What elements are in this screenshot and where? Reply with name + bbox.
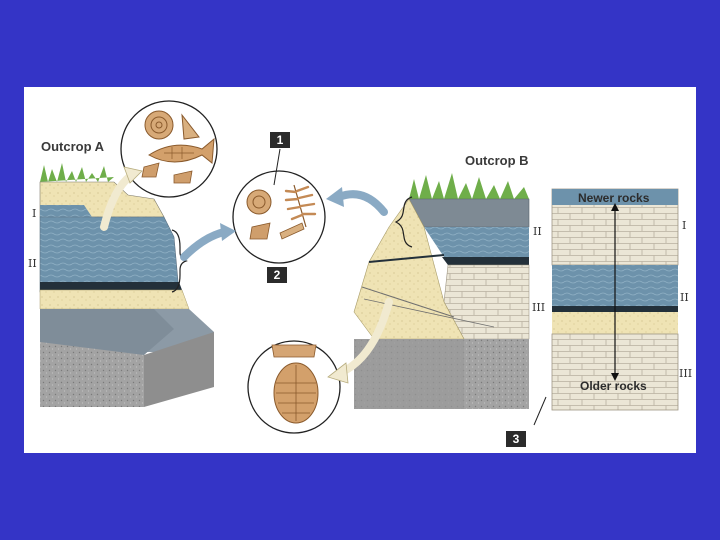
fossil-circle-a bbox=[120, 100, 218, 198]
layer-marker-col-1: I bbox=[682, 219, 687, 232]
arrow-b-to-trilobite bbox=[327, 298, 393, 384]
newer-rocks-label: Newer rocks bbox=[578, 191, 650, 205]
arrow-b-to-center bbox=[326, 187, 388, 216]
grass-a bbox=[40, 163, 114, 182]
layer-marker-a-1: I bbox=[32, 207, 37, 220]
number-box-3: 3 bbox=[506, 431, 526, 447]
layer-marker-b-2: II bbox=[533, 225, 542, 238]
fish-fossil-icon bbox=[148, 137, 215, 164]
layer-marker-b-3: III bbox=[532, 301, 546, 314]
number-box-2: 2 bbox=[267, 267, 287, 283]
trilobite-icon bbox=[273, 362, 319, 424]
grass-b bbox=[409, 173, 529, 199]
ammonite-icon bbox=[144, 110, 174, 140]
diagram-drawing bbox=[39, 100, 679, 434]
older-rocks-label: Older rocks bbox=[580, 379, 647, 393]
outcrop-b-block bbox=[353, 173, 530, 409]
ammonite-icon bbox=[246, 189, 272, 215]
layer-marker-a-2: II bbox=[28, 257, 37, 270]
arrow-a-to-center bbox=[180, 223, 236, 261]
layer-marker-col-2: II bbox=[680, 291, 689, 304]
fossil-circle-1-2 bbox=[232, 170, 326, 264]
fern-fossil-icon bbox=[284, 184, 317, 228]
stratigraphic-column bbox=[533, 188, 679, 426]
layer-marker-col-3: III bbox=[679, 367, 693, 380]
outcrop-a-block bbox=[39, 163, 214, 407]
outcrop-b-label: Outcrop B bbox=[465, 153, 529, 168]
shell-fossil-icon bbox=[181, 113, 200, 140]
fossil-circle-trilobite bbox=[247, 340, 341, 434]
diagram-panel: Outcrop A Outcrop B I II II III I II III… bbox=[24, 87, 696, 453]
outcrop-a-label: Outcrop A bbox=[41, 139, 105, 154]
number-box-1: 1 bbox=[270, 132, 290, 148]
arrow-a-to-circle bbox=[100, 166, 143, 231]
